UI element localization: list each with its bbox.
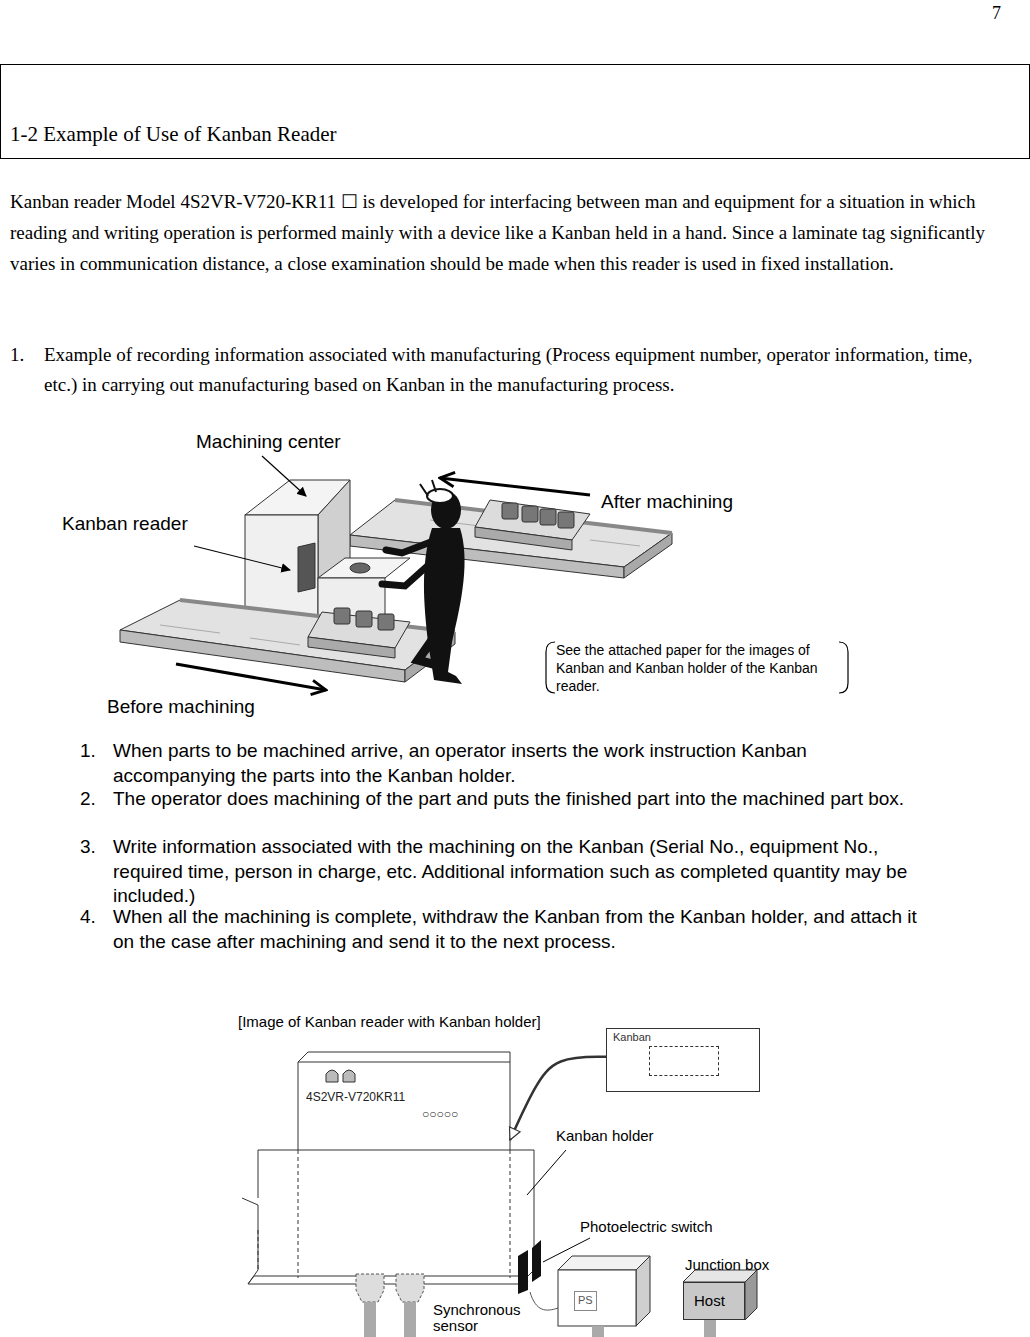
synchronous-sensor [356, 1274, 424, 1337]
body-paragraph: Kanban reader Model 4S2VR-V720-KR11 ☐ is… [10, 186, 1025, 279]
conveyor-before [160, 625, 300, 645]
node-text: PS [578, 1294, 593, 1306]
machining-center [350, 563, 370, 573]
junction-box [683, 1270, 757, 1337]
machining-center [298, 543, 315, 592]
reader-body [343, 1070, 355, 1082]
step-text: The operator does machining of the part … [113, 787, 943, 812]
junction-box [745, 1270, 757, 1320]
direction-arrow [176, 478, 590, 690]
note-bracket [546, 642, 555, 693]
synchronous-sensor [364, 1302, 376, 1337]
step-number: 4. [80, 905, 110, 930]
page-number: 7 [992, 2, 1001, 24]
photoelectric-switch [518, 1240, 558, 1310]
flow-label: Before machining [107, 695, 255, 719]
part-label: Photoelectric switch [580, 1218, 713, 1236]
reader-body [298, 1052, 510, 1278]
synchronous-sensor [396, 1274, 424, 1302]
direction-arrow [176, 664, 326, 690]
reader-body [298, 1052, 510, 1150]
node-text: 4S2VR-V720KR11 [306, 1090, 405, 1104]
photoelectric-switch [530, 1292, 558, 1310]
synchronous-sensor [404, 1302, 416, 1337]
step-number: 1. [80, 739, 110, 764]
part-label: Machining center [196, 430, 341, 454]
operator-figure [418, 640, 440, 666]
part-label: Kanban reader [62, 512, 188, 536]
operator-figure [382, 560, 434, 586]
node-text: Host [694, 1292, 725, 1309]
step-text: Write information associated with the ma… [113, 835, 928, 909]
part-label: Kanban holder [556, 1127, 654, 1145]
ps-box [558, 1256, 650, 1270]
flow-label: After machining [601, 490, 733, 514]
leader-line [194, 546, 290, 570]
direction-arrow [440, 478, 590, 495]
ps-box [558, 1256, 650, 1337]
operator-figure [382, 480, 465, 684]
photoelectric-switch [532, 1240, 541, 1282]
kanban-holder [242, 1150, 534, 1284]
part-tray [308, 637, 395, 658]
node-text: Kanban [613, 1031, 651, 1043]
reader-body [298, 1062, 510, 1063]
operator-figure [427, 489, 453, 503]
step-number: 2. [80, 787, 110, 812]
reader-body [326, 1070, 338, 1082]
step-text: When all the machining is complete, with… [113, 905, 933, 954]
note-text: See the attached paper for the images of… [556, 641, 828, 695]
junction-box [704, 1320, 716, 1337]
leader-line [543, 1238, 590, 1262]
host-box: Host [683, 1282, 745, 1320]
part-label: Synchronous sensor [433, 1302, 533, 1334]
kanban-holder [258, 1150, 534, 1252]
kanban-reader: 4S2VR-V720KR11 ○○○○○ [298, 1052, 510, 1170]
photoelectric-switch [518, 1250, 528, 1294]
ps-label-box: PS [574, 1291, 597, 1311]
operator-figure [386, 540, 436, 553]
list-item: Example of recording information associa… [44, 340, 1004, 400]
list-number: 1. [10, 340, 40, 370]
ps-box [558, 1270, 636, 1326]
tag-area [649, 1046, 719, 1076]
leader-line [527, 1150, 566, 1195]
kanban-holder [248, 1276, 526, 1284]
step-text: When parts to be machined arrive, an ope… [113, 739, 873, 788]
note-bracket [839, 642, 848, 693]
figure-caption: [Image of Kanban reader with Kanban hold… [238, 1013, 541, 1031]
conveyor-after [624, 533, 672, 578]
node-text: ○○○○○ [422, 1107, 458, 1121]
leader-line [262, 456, 306, 496]
kanban-holder [242, 1198, 534, 1284]
part-label: Junction box [685, 1256, 769, 1274]
step-number: 3. [80, 835, 110, 860]
ps-box [592, 1326, 604, 1337]
leader-line [527, 1150, 590, 1262]
ps-box [636, 1256, 650, 1326]
reader-body [298, 1150, 510, 1278]
operator-figure [420, 480, 436, 496]
leader-line [194, 456, 306, 570]
kanban-card: Kanban [606, 1028, 760, 1092]
part-tray [475, 527, 572, 550]
section-heading: 1-2 Example of Use of Kanban Reader [10, 122, 337, 147]
synchronous-sensor [356, 1274, 384, 1302]
conveyor-before [120, 600, 455, 682]
machining-center [318, 558, 410, 578]
